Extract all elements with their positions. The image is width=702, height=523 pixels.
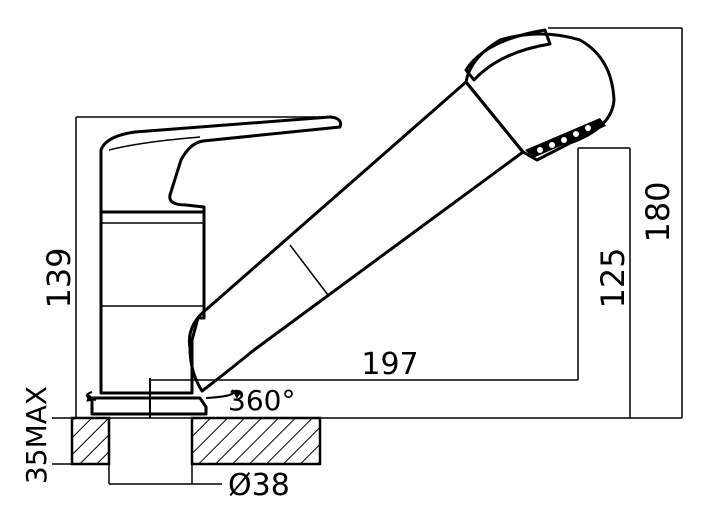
spray-head-cap [464,28,552,82]
spout-tube [187,80,525,393]
spout-band [289,244,329,296]
label-overall-height: 180 [639,181,677,242]
label-spout-height: 125 [594,247,632,308]
label-rotation: 360° [228,384,295,417]
lever-inner-curve [108,136,201,151]
label-spout-reach: 197 [361,347,418,382]
label-hole-diameter: Ø38 [228,468,290,503]
spray-head [464,32,616,162]
lever-handle [99,115,342,214]
countertop-right [190,416,322,466]
spray-head-icon [525,118,606,158]
faucet-body [90,115,342,416]
label-mount-thickness: 35MAX [20,386,53,484]
countertop-left [70,416,111,466]
rotation-arrow-icon [85,389,242,402]
label-lever-height: 139 [40,247,78,308]
body-column [99,210,206,395]
pull-out-spout [187,28,616,393]
dimension-lines [52,27,683,485]
